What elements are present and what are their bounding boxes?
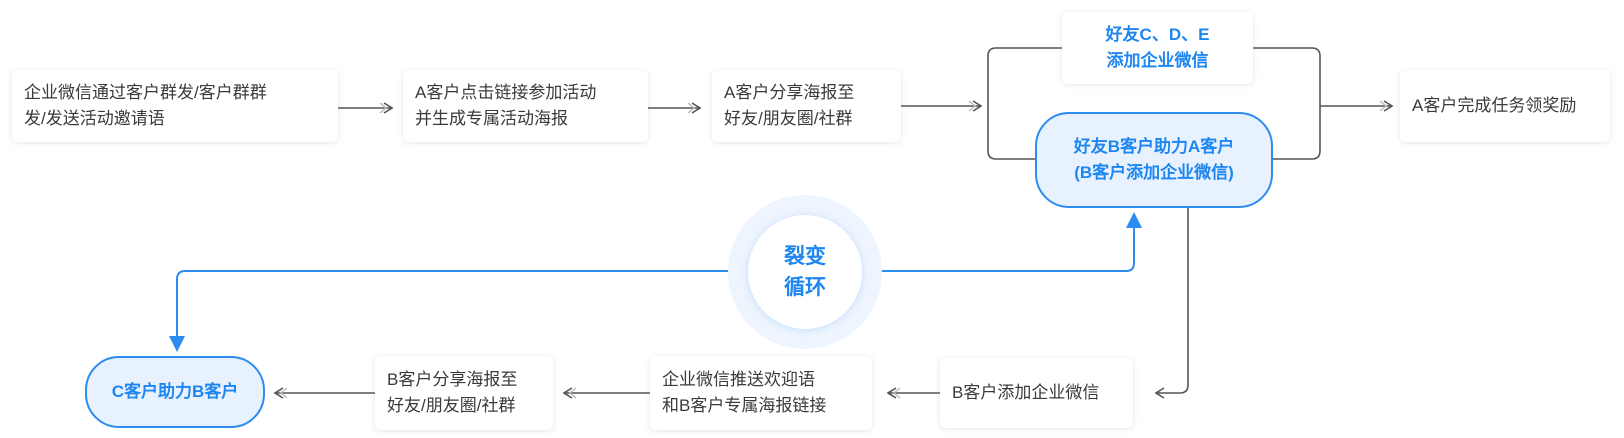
loop-arrow-left bbox=[169, 270, 734, 352]
cycle-label-line: 循环 bbox=[784, 276, 826, 299]
chevron-decor bbox=[568, 387, 577, 399]
node-text-line: A客户完成任务领奖励 bbox=[1412, 96, 1577, 115]
loop-arrow-right bbox=[876, 212, 1142, 272]
bracket-left bbox=[987, 47, 1062, 160]
fission-cycle-badge: 裂变 循环 bbox=[748, 215, 862, 329]
node-text-line: 发/发送活动邀请语 bbox=[24, 109, 165, 128]
cycle-label-line: 裂变 bbox=[784, 245, 826, 268]
node-text-line: 好友C、D、E bbox=[1105, 25, 1210, 44]
node-text-line: 企业微信推送欢迎语 bbox=[662, 370, 815, 389]
node-text-line: B客户添加企业微信 bbox=[952, 383, 1100, 402]
node-text-line: 并生成专属活动海报 bbox=[415, 109, 568, 128]
node-text-line: C客户助力B客户 bbox=[111, 382, 239, 401]
step-b-share-poster: B客户分享海报至 好友/朋友圈/社群 bbox=[375, 356, 553, 430]
chevron-decor bbox=[892, 387, 901, 399]
node-text-line: 好友/朋友圈/社群 bbox=[724, 109, 853, 128]
node-text-line: A客户点击链接参加活动 bbox=[415, 83, 597, 102]
chevron-decor bbox=[968, 100, 977, 112]
node-text-line: 添加企业微信 bbox=[1106, 51, 1209, 70]
node-text-line: (B客户添加企业微信) bbox=[1074, 163, 1234, 182]
node-text-line: 企业微信通过客户群发/客户群群 bbox=[24, 83, 267, 102]
chevron-decor bbox=[1379, 100, 1388, 112]
step-group-send-invite: 企业微信通过客户群发/客户群群 发/发送活动邀请语 bbox=[12, 70, 338, 142]
node-text-line: A客户分享海报至 bbox=[724, 83, 855, 102]
friend-b-help-node: 好友B客户助力A客户 (B客户添加企业微信) bbox=[1035, 112, 1273, 208]
node-text-line: 好友/朋友圈/社群 bbox=[387, 396, 516, 415]
step-b-add-wecom: B客户添加企业微信 bbox=[940, 358, 1133, 428]
node-text-line: B客户分享海报至 bbox=[387, 370, 518, 389]
step-a-share-poster: A客户分享海报至 好友/朋友圈/社群 bbox=[712, 70, 901, 142]
c-help-b-node: C客户助力B客户 bbox=[85, 356, 265, 428]
node-text-line: 和B客户专属海报链接 bbox=[662, 396, 827, 415]
node-text-line: 好友B客户助力A客户 bbox=[1073, 137, 1235, 156]
chevron-decor bbox=[279, 387, 288, 399]
chevron-decor bbox=[687, 102, 696, 114]
chevron-decor bbox=[379, 102, 388, 114]
step-a-click-link: A客户点击链接参加活动 并生成专属活动海报 bbox=[403, 70, 648, 142]
step-a-reward: A客户完成任务领奖励 bbox=[1400, 70, 1610, 142]
friends-cde-node: 好友C、D、E 添加企业微信 bbox=[1062, 12, 1253, 84]
step-push-welcome: 企业微信推送欢迎语 和B客户专属海报链接 bbox=[650, 356, 872, 430]
arrow-b-down bbox=[1156, 208, 1189, 393]
bracket-right bbox=[1253, 47, 1321, 160]
